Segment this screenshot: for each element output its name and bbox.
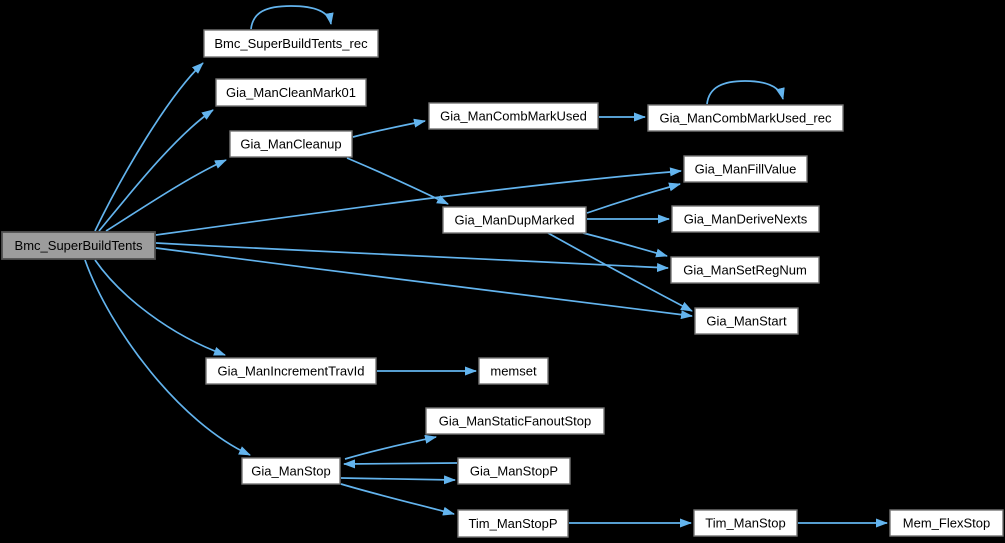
edge-bmc_superbuildtents-to-gia_mancleanup: [105, 159, 227, 232]
node-label-gia_manstart: Gia_ManStart: [706, 314, 787, 329]
edge-gia_mandupmarked-to-gia_mansetregnum: [582, 232, 668, 258]
node-tim_manstop[interactable]: Tim_ManStop: [693, 509, 798, 537]
node-gia_mandupmarked[interactable]: Gia_ManDupMarked: [442, 206, 587, 234]
node-tim_manstopp[interactable]: Tim_ManStopP: [457, 509, 569, 538]
node-mem_flexstop[interactable]: Mem_FlexStop: [889, 509, 1004, 537]
edge-gia_mandupmarked-to-gia_manstart: [547, 232, 693, 312]
edge-bmc_superbuildtents-to-gia_manstart: [155, 247, 693, 320]
edges-layer: [84, 5, 888, 528]
node-label-bmc_superbuildtents_rec: Bmc_SuperBuildTents_rec: [214, 36, 368, 51]
node-label-gia_manstaticfanoutstop: Gia_ManStaticFanoutStop: [439, 414, 591, 429]
edge-gia_mancombmarkused_rec-self-loop: [706, 80, 785, 105]
edge-bmc_superbuildtents-to-gia_manfillvalue: [155, 167, 682, 236]
nodes-layer: Bmc_SuperBuildTents Bmc_SuperBuildTents_…: [1, 29, 1004, 538]
node-gia_manfillvalue[interactable]: Gia_ManFillValue: [683, 155, 808, 183]
node-label-gia_manderivenexts: Gia_ManDeriveNexts: [684, 212, 808, 227]
edge-gia_manstopp-to-gia_manstop: [343, 459, 458, 469]
edge-bmc_superbuildtents-to-bmc_superbuildtents_rec: [94, 62, 204, 232]
node-bmc_superbuildtents_rec[interactable]: Bmc_SuperBuildTents_rec: [203, 29, 379, 58]
node-label-tim_manstop: Tim_ManStop: [705, 516, 785, 531]
edge-gia_mancleanup-to-gia_mancombmarkused: [352, 118, 426, 138]
node-gia_manstaticfanoutstop[interactable]: Gia_ManStaticFanoutStop: [425, 407, 605, 435]
node-bmc_superbuildtents[interactable]: Bmc_SuperBuildTents: [1, 231, 156, 260]
edge-gia_manstop-to-gia_manstopp: [340, 475, 456, 485]
edge-bmc_superbuildtents-to-gia_mancleanmark01: [98, 109, 214, 232]
edge-bmc_superbuildtents-to-gia_manstop: [84, 259, 251, 456]
node-gia_mansetregnum[interactable]: Gia_ManSetRegNum: [670, 256, 820, 284]
node-gia_mancleanup[interactable]: Gia_ManCleanup: [229, 130, 353, 158]
node-label-gia_manfillvalue: Gia_ManFillValue: [695, 162, 797, 177]
node-gia_mancombmarkused[interactable]: Gia_ManCombMarkUsed: [428, 102, 599, 130]
node-label-memset: memset: [490, 364, 537, 379]
node-gia_mancleanmark01[interactable]: Gia_ManCleanMark01: [215, 78, 367, 107]
node-gia_mancombmarkused_rec[interactable]: Gia_ManCombMarkUsed_rec: [647, 104, 844, 132]
node-gia_manderivenexts[interactable]: Gia_ManDeriveNexts: [671, 205, 820, 233]
node-label-gia_mancleanmark01: Gia_ManCleanMark01: [226, 85, 356, 100]
node-gia_manstop[interactable]: Gia_ManStop: [241, 457, 341, 485]
node-label-gia_mansetregnum: Gia_ManSetRegNum: [683, 263, 807, 278]
node-gia_manstopp[interactable]: Gia_ManStopP: [457, 457, 571, 485]
node-memset[interactable]: memset: [478, 357, 549, 385]
edge-bmc_superbuildtents_rec-self-loop: [250, 5, 334, 30]
node-gia_manstart[interactable]: Gia_ManStart: [694, 307, 799, 335]
node-label-gia_mandupmarked: Gia_ManDupMarked: [455, 213, 575, 228]
edge-bmc_superbuildtents-to-gia_manincrementtravid: [94, 259, 226, 356]
node-gia_manincrementtravid[interactable]: Gia_ManIncrementTravId: [205, 357, 377, 385]
node-label-bmc_superbuildtents: Bmc_SuperBuildTents: [15, 238, 143, 253]
edge-gia_manstop-to-tim_manstopp: [340, 483, 455, 516]
node-label-mem_flexstop: Mem_FlexStop: [903, 516, 990, 531]
edge-gia_mancleanup-to-gia_mandupmarked: [346, 157, 449, 205]
node-label-gia_manincrementtravid: Gia_ManIncrementTravId: [218, 364, 365, 379]
node-label-tim_manstopp: Tim_ManStopP: [468, 516, 557, 531]
node-label-gia_mancombmarkused_rec: Gia_ManCombMarkUsed_rec: [660, 111, 832, 126]
node-label-gia_manstopp: Gia_ManStopP: [470, 464, 558, 479]
edge-gia_mandupmarked-to-gia_manfillvalue: [586, 182, 681, 214]
edge-gia_manstop-to-gia_manstaticfanoutstop: [344, 434, 437, 460]
node-label-gia_manstop: Gia_ManStop: [251, 464, 331, 479]
node-label-gia_mancleanup: Gia_ManCleanup: [240, 137, 341, 152]
node-label-gia_mancombmarkused: Gia_ManCombMarkUsed: [440, 109, 587, 124]
